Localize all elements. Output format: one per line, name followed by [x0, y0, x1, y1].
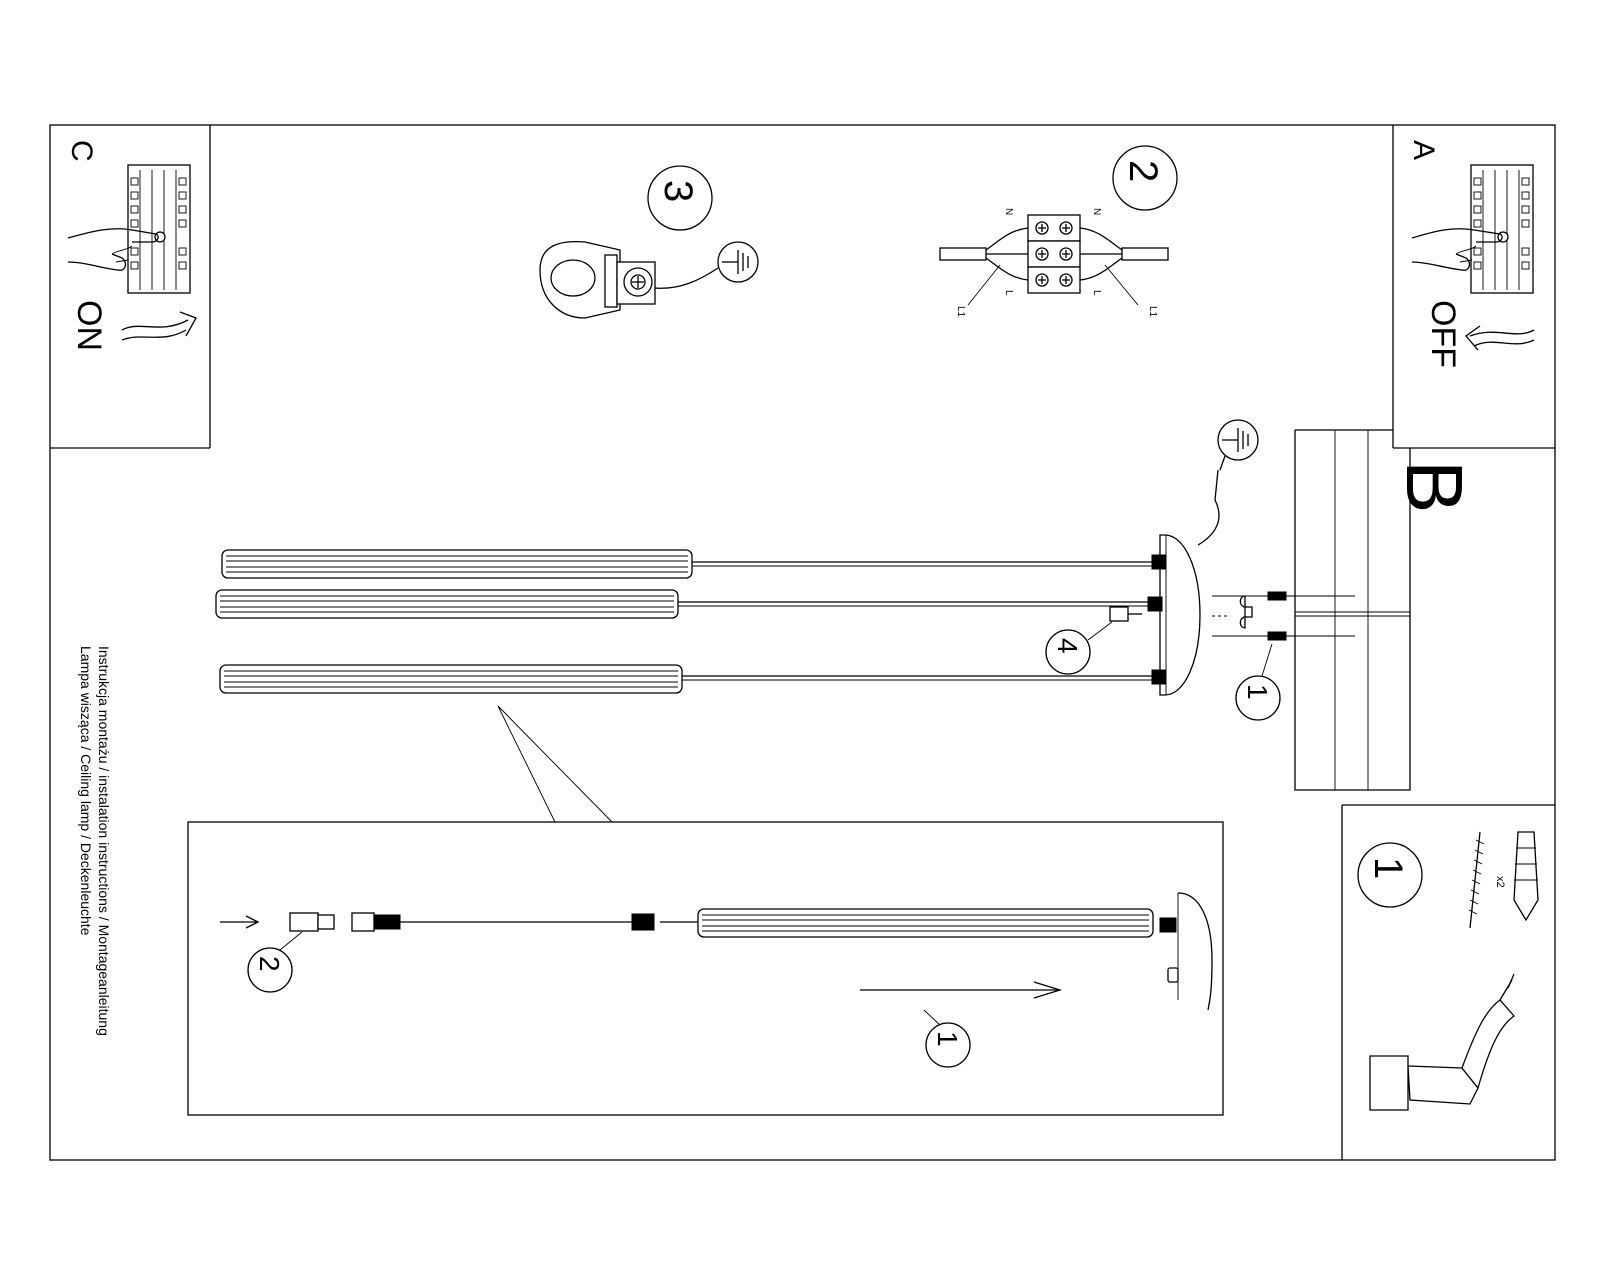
- caption-line-2: Lampa wisząca / Ceiling lamp / Deckenleu…: [78, 646, 94, 936]
- lamp-tube-top: [221, 549, 693, 579]
- step-4-badge: [1045, 629, 1091, 675]
- breaker-box-icon: [127, 164, 191, 294]
- hand-icon: [67, 228, 159, 271]
- step-1-number: 1: [1242, 684, 1273, 700]
- wall-plug-icon: [1513, 831, 1539, 922]
- lamp-tube-middle: [215, 589, 679, 619]
- step-2-number: 2: [1121, 160, 1165, 183]
- step-3-number: 3: [656, 180, 700, 203]
- panel-c-switch-label: ON: [70, 300, 108, 351]
- curved-arrow-icon: [1465, 325, 1535, 351]
- screw-icon: [1468, 831, 1485, 929]
- panel-a-switch-label: OFF: [1424, 300, 1462, 368]
- step-2-badge: [1112, 145, 1178, 211]
- detail-step-2-badge: [247, 947, 293, 993]
- hand-icon: [1411, 228, 1503, 271]
- terminal-block-drawing: [939, 145, 1178, 306]
- step-1-badge: [1235, 675, 1281, 721]
- ceiling-wall-drawing: [1294, 429, 1411, 791]
- ground-symbol-icon: [717, 241, 759, 283]
- tools-step-1-badge: [1357, 842, 1423, 908]
- panel-a-breaker-off: [1411, 164, 1535, 351]
- detail-step-1-badge: [925, 1022, 971, 1068]
- label-l-left: L: [1003, 290, 1014, 296]
- ground-symbol-icon: [1217, 419, 1259, 471]
- lamp-tube-bottom: [219, 664, 683, 694]
- tools-step-1-number: 1: [1366, 857, 1410, 880]
- detail-step-1-number: 1: [932, 1031, 963, 1047]
- step-3-badge: [647, 165, 713, 231]
- drill-icon: [1369, 973, 1515, 1111]
- panel-a-letter: A: [1407, 140, 1440, 161]
- curved-arrow-icon: [121, 311, 197, 341]
- panel-c-letter: C: [65, 140, 98, 162]
- detail-step-2-number: 2: [254, 956, 285, 972]
- tools-panel: [1357, 831, 1539, 1111]
- caption-line-1: Instrukcja montażu / instalation instruc…: [96, 646, 112, 1036]
- label-l1-left: L1: [955, 306, 966, 318]
- detail-box: [187, 821, 1224, 1116]
- panel-b-letter: B: [1390, 460, 1479, 514]
- step-4-number: 4: [1052, 638, 1083, 654]
- page-frame: [49, 124, 1556, 1161]
- tools-quantity: x2: [1494, 876, 1506, 888]
- pendant-lamp-drawing: [215, 419, 1355, 823]
- breaker-box-icon: [1470, 164, 1534, 294]
- earth-terminal-drawing: [539, 165, 759, 319]
- label-n-right: N: [1091, 208, 1102, 216]
- panel-c-breaker-on: [67, 164, 197, 341]
- label-n-left: N: [1003, 208, 1014, 216]
- label-l-right: L: [1091, 290, 1102, 296]
- label-l1-right: L1: [1147, 306, 1158, 318]
